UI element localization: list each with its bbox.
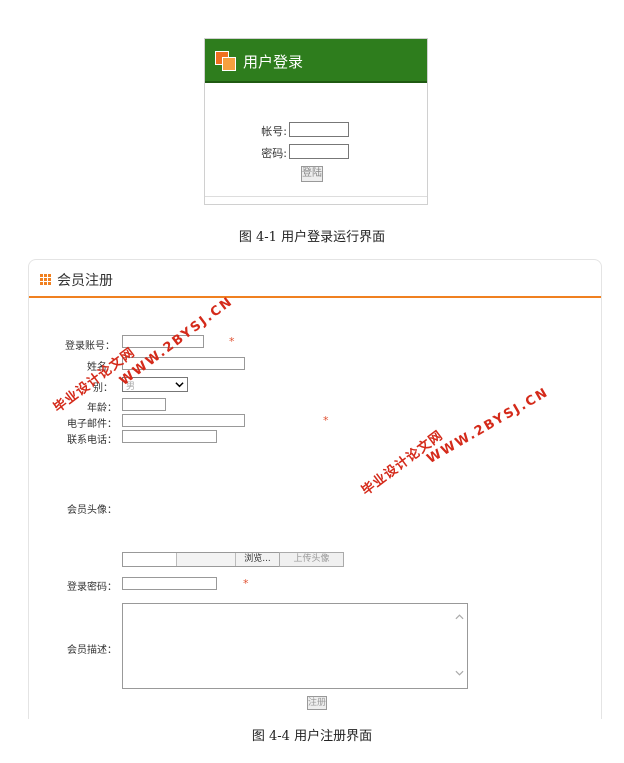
required-mark: *	[229, 335, 235, 348]
phone-label: 联系电话：	[67, 435, 117, 446]
password-label: 密码:	[261, 147, 287, 160]
divider	[205, 196, 427, 197]
avatar-label: 会员头像：	[67, 505, 117, 516]
email-input[interactable]	[122, 414, 245, 427]
login-caption: 图 4-1 用户登录运行界面	[238, 230, 386, 245]
description-label: 会员描述：	[67, 645, 117, 656]
register-header: 会员注册	[29, 260, 601, 298]
name-input[interactable]	[122, 357, 245, 370]
email-label: 电子邮件：	[67, 419, 117, 430]
chevron-down-icon	[175, 382, 184, 388]
login-button[interactable]: 登陆	[301, 166, 323, 182]
phone-input[interactable]	[122, 430, 217, 443]
scroll-down-icon[interactable]	[455, 670, 464, 676]
login-header: 用户登录	[205, 39, 427, 83]
browse-button[interactable]: 浏览...	[235, 553, 280, 566]
login-panel: 用户登录 帐号: 密码: 登陆	[204, 38, 428, 205]
gender-select[interactable]: 男	[122, 377, 188, 392]
account-input[interactable]	[289, 122, 349, 137]
description-textarea[interactable]	[122, 603, 468, 689]
gender-label: 别：	[93, 383, 113, 394]
register-account-input[interactable]	[122, 335, 204, 348]
upload-avatar-button[interactable]: 上传头像	[279, 552, 344, 567]
required-mark: *	[243, 577, 249, 590]
account-label: 登录账号：	[65, 341, 115, 352]
file-path-field[interactable]	[123, 553, 177, 566]
required-mark: *	[323, 414, 329, 427]
register-caption: 图 4-4 用户注册界面	[251, 729, 373, 744]
age-label: 年龄：	[87, 403, 117, 414]
register-password-input[interactable]	[122, 577, 217, 590]
register-panel: 会员注册 登录账号： * 姓名 别： 男 年龄： 电子邮件： * 联系电话： 会…	[28, 259, 602, 719]
register-submit-button[interactable]: 注册	[307, 696, 327, 710]
password-label: 登录密码：	[67, 582, 117, 593]
account-label: 帐号:	[261, 125, 287, 138]
name-label: 姓名	[87, 362, 107, 373]
password-input[interactable]	[289, 144, 349, 159]
gender-value: 男	[126, 382, 136, 392]
scroll-up-icon[interactable]	[455, 614, 464, 620]
login-logo-icon	[215, 51, 237, 71]
login-title: 用户登录	[243, 53, 304, 71]
register-title: 会员注册	[57, 273, 113, 289]
grid-icon	[40, 274, 51, 285]
age-input[interactable]	[122, 398, 166, 411]
